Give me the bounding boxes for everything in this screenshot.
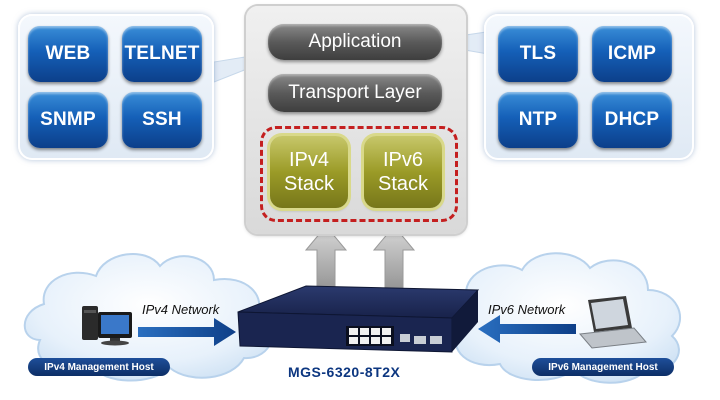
right-arrow-icon xyxy=(138,318,236,346)
switch-icon xyxy=(237,285,480,353)
left-arrow-icon xyxy=(478,315,576,343)
ipv6-stack-line2: Stack xyxy=(377,173,429,195)
laptop-icon xyxy=(579,296,647,349)
ipv6-stack-line1: IPv6 xyxy=(382,149,424,171)
protocol-button-web: WEB xyxy=(28,26,108,82)
ipv6-host-badge: IPv6 Management Host xyxy=(532,358,674,376)
right-cloud-icon xyxy=(444,252,682,384)
ipv4-network-label: IPv4 Network xyxy=(142,302,220,317)
protocol-button-ssh: SSH xyxy=(122,92,202,148)
switch-model-label: MGS-6320-8T2X xyxy=(288,364,401,380)
ipv4-host-badge: IPv4 Management Host xyxy=(28,358,170,376)
ipv6-stack: IPv6 Stack xyxy=(364,136,442,208)
ip-stack-group xyxy=(260,126,458,222)
up-arrow-icon xyxy=(372,225,416,299)
left-protocol-panel: WEB TELNET SNMP SSH xyxy=(18,14,214,160)
transport-layer: Transport Layer xyxy=(268,74,442,112)
right-protocol-panel: TLS ICMP NTP DHCP xyxy=(484,14,694,160)
protocol-button-ntp: NTP xyxy=(498,92,578,148)
protocol-button-snmp: SNMP xyxy=(28,92,108,148)
ipv6-network-label: IPv6 Network xyxy=(488,302,566,317)
ipv4-stack-line2: Stack xyxy=(283,173,335,195)
pc-icon xyxy=(82,306,132,346)
application-layer: Application xyxy=(268,24,442,60)
protocol-button-telnet: TELNET xyxy=(122,26,202,82)
protocol-button-tls: TLS xyxy=(498,26,578,82)
ipv4-stack: IPv4 Stack xyxy=(270,136,348,208)
ipv4-stack-line1: IPv4 xyxy=(288,149,330,171)
protocol-button-dhcp: DHCP xyxy=(592,92,672,148)
protocol-button-icmp: ICMP xyxy=(592,26,672,82)
left-cloud-icon xyxy=(23,252,273,382)
